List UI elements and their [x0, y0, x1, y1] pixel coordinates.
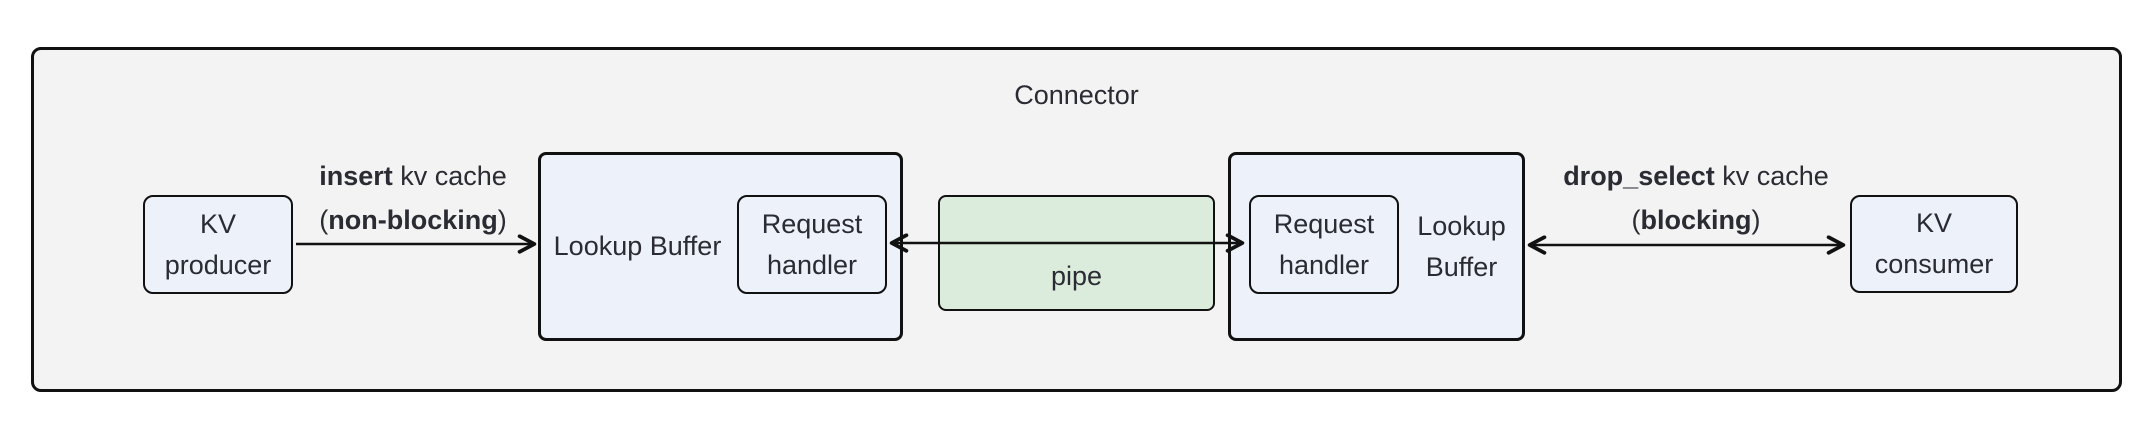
pipe-label: pipe — [1050, 261, 1103, 291]
node-kv-producer: KV producer — [143, 195, 293, 294]
node-label-line2: handler — [1278, 249, 1370, 280]
lookup-buffer-right-label: Lookup Buffer — [1398, 152, 1525, 341]
node-label: KV producer — [165, 204, 272, 286]
edge-label-drop-select-kv-cache: drop_select kv cache (blocking) — [1546, 154, 1846, 242]
node-label-line2: consumer — [1874, 249, 1994, 279]
node-label-line2: Buffer — [1425, 251, 1498, 282]
node-label: Request handler — [1274, 204, 1375, 286]
node-kv-consumer: KV consumer — [1850, 195, 2018, 293]
node-label-line1: Request — [761, 208, 863, 239]
node-label-line1: Request — [1273, 208, 1375, 239]
node-request-handler-left: Request handler — [737, 195, 887, 294]
node-pipe: pipe — [938, 195, 1215, 311]
edge-label-line1: insert kv cache — [319, 161, 507, 191]
node-label: Request handler — [762, 204, 863, 286]
node-label-line1: KV — [199, 208, 236, 239]
edge-label-line2: (non-blocking) — [319, 205, 507, 235]
edge-label-line2: (blocking) — [1631, 205, 1761, 235]
node-label-line2: Buffer — [649, 231, 722, 261]
node-request-handler-right: Request handler — [1249, 195, 1399, 294]
edge-label-insert-kv-cache: insert kv cache (non-blocking) — [263, 154, 563, 242]
node-label-line2: handler — [766, 249, 858, 280]
node-label: KV consumer — [1875, 203, 1994, 285]
node-label-line1: KV — [1915, 208, 1952, 238]
edge-label-line1: drop_select kv cache — [1563, 161, 1829, 191]
lookup-buffer-left-label: Lookup Buffer — [538, 152, 737, 341]
node-label-line2: producer — [164, 249, 272, 280]
connector-title: Connector — [1014, 80, 1139, 110]
node-label-line1: Lookup — [1417, 210, 1506, 241]
node-label-line1: Lookup — [553, 231, 643, 261]
